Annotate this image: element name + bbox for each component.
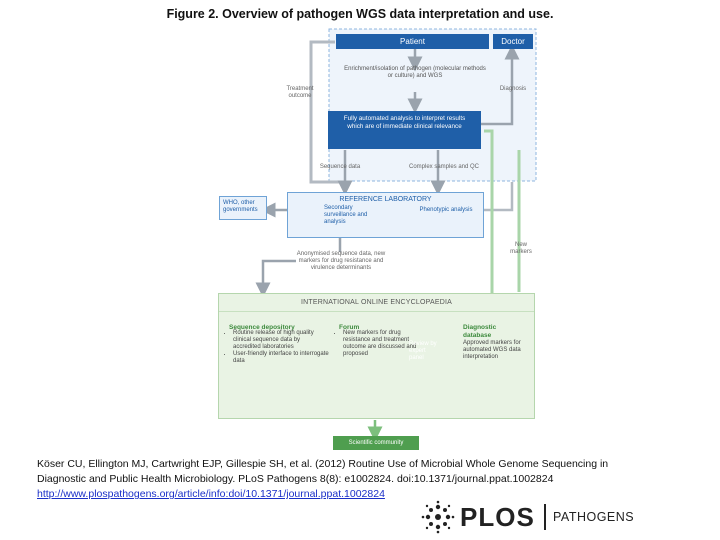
sequence-depository-item: User-friendly interface to interrogate d… [233, 351, 329, 365]
doctor-label: Doctor [501, 37, 525, 46]
treatment-outcome-text: Treatment outcome [286, 86, 314, 99]
phenotypic-analysis-text: Phenotypic analysis [419, 207, 473, 213]
plos-logo-brand: PLOS [460, 502, 535, 532]
new-markers-text: New markers [510, 242, 532, 255]
forum-list: New markers for drug resistance and trea… [325, 330, 417, 358]
automated-analysis-box: Fully automated analysis to interpret re… [328, 111, 481, 149]
citation-line-2: Diagnostic and Public Health Microbiolog… [37, 473, 554, 485]
diagnostic-database-title: Diagnostic database [463, 324, 497, 339]
clinical-frame [328, 28, 537, 182]
review-panel-text: Review by expert panel [409, 341, 437, 361]
plos-logo: PLOS PATHOGENS [420, 500, 660, 534]
doctor-box: Doctor [493, 34, 533, 49]
who-label: WHO, other governments [223, 200, 258, 213]
who-box: WHO, other governments [219, 196, 267, 220]
automated-analysis-label: Fully automated analysis to interpret re… [343, 115, 466, 130]
citation-link[interactable]: http://www.plospathogens.org/article/inf… [37, 488, 385, 500]
forum-title: Forum [339, 324, 360, 331]
encyclopaedia-title: INTERNATIONAL ONLINE ENCYCLOPAEDIA [301, 299, 452, 306]
sequence-data-text: Sequence data [319, 164, 361, 170]
complex-samples-text: Complex samples and QC [408, 164, 480, 170]
citation-line-1: Köser CU, Ellington MJ, Cartwright EJP, … [37, 458, 609, 470]
citation: Köser CU, Ellington MJ, Cartwright EJP, … [37, 457, 677, 502]
treatment-loop [309, 40, 340, 184]
secondary-surveillance-text: Secondary surveillance and analysis [324, 205, 368, 225]
patient-label: Patient [400, 37, 425, 46]
sequence-depository-list: Routine release of high quality clinical… [215, 330, 329, 365]
patient-box: Patient [336, 34, 489, 49]
reference-laboratory-title: REFERENCE LABORATORY [339, 196, 432, 203]
encyclopaedia-box: INTERNATIONAL ONLINE ENCYCLOPAEDIA Seque… [218, 293, 535, 419]
sequence-depository-title: Sequence depository [229, 324, 295, 331]
diagnosis-text: Diagnosis [499, 86, 527, 92]
sequence-depository-item: Routine release of high quality clinical… [233, 330, 329, 351]
forum-item: New markers for drug resistance and trea… [343, 330, 417, 358]
diagnostic-database-text: Approved markers for automated WGS data … [463, 340, 521, 360]
plos-logo-divider [544, 504, 546, 530]
figure-title: Figure 2. Overview of pathogen WGS data … [166, 7, 554, 21]
reference-laboratory-box: REFERENCE LABORATORY Secondary surveilla… [287, 192, 484, 238]
anonymised-data-text: Anonymised sequence data, new markers fo… [296, 251, 386, 271]
enrichment-text: Enrichment/isolation of pathogen (molecu… [344, 66, 486, 79]
plos-logo-icon [421, 500, 455, 534]
scientific-community-label: Scientific community [348, 440, 404, 446]
scientific-community-box: Scientific community [333, 436, 419, 450]
plos-logo-journal: PATHOGENS [553, 510, 635, 524]
